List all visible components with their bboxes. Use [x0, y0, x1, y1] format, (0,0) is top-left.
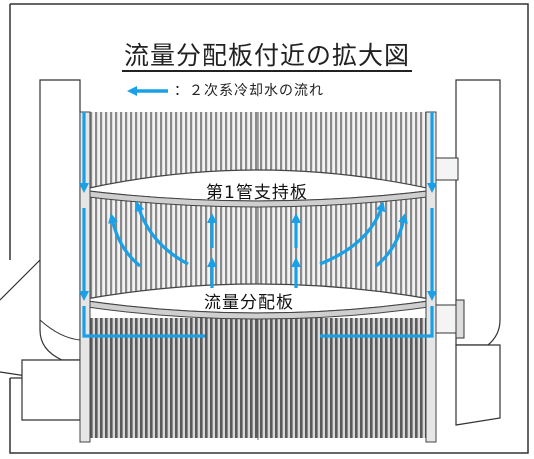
cooling-water-flow [79, 112, 437, 338]
flow-arrow-curve [319, 201, 386, 266]
flow-arrow-curve [108, 213, 142, 268]
label-tube-support-plate: 第1管支持板 [206, 183, 308, 203]
legend-text: ：２次系冷却水の流れ [174, 83, 324, 99]
base-right [455, 344, 501, 426]
flow-arrow-curve [374, 213, 408, 268]
legend: ：２次系冷却水の流れ [168, 80, 324, 100]
base-left [21, 359, 81, 421]
leader-line [0, 259, 41, 301]
flow-arrow-curve [134, 201, 189, 266]
frame-border [9, 3, 529, 454]
nozzle-upper [435, 157, 459, 181]
diagram-title: 流量分配板付近の拡大図 [121, 41, 412, 72]
label-flow-distribution-plate: 流量分配板 [204, 293, 294, 313]
flow-arrow-bottom-left [82, 306, 205, 338]
nozzle-lower [435, 304, 459, 334]
flow-arrow-bottom-right [320, 306, 434, 338]
shell-left [39, 79, 81, 361]
